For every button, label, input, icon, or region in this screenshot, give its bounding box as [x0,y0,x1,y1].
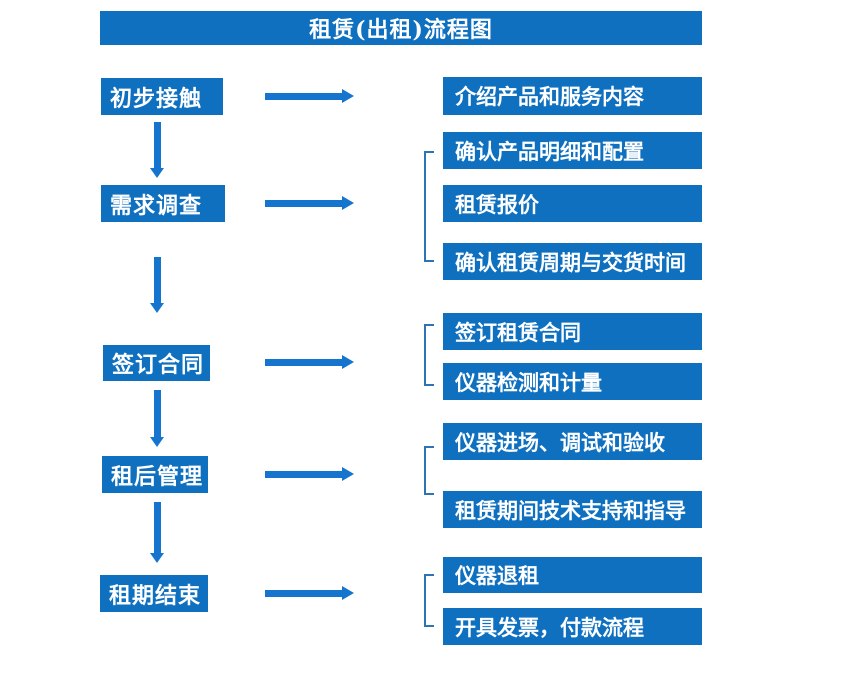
group-bracket [424,446,434,495]
step-box-post-rental-mgmt: 租后管理 [102,456,208,493]
detail-box-instrument-inspection: 仪器检测和计量 [443,363,702,400]
detail-box-instrument-return: 仪器退租 [443,557,702,593]
down-arrow-head-icon [150,553,164,563]
right-arrow-shaft [265,200,342,207]
right-arrow-head-icon [342,467,354,481]
group-bracket [424,151,434,262]
right-arrow-head-icon [342,196,354,210]
right-arrow-head-icon [342,355,354,369]
step-box-demand-survey: 需求调查 [101,185,225,222]
down-arrow-shaft [154,502,161,553]
detail-box-instrument-setup: 仪器进场、调试和验收 [443,423,702,460]
right-arrow-shaft [265,359,342,366]
step-box-initial-contact: 初步接触 [101,78,223,115]
group-bracket [424,324,434,386]
right-arrow-shaft [265,471,342,478]
down-arrow-shaft [154,390,161,437]
detail-box-sign-rental-contract: 签订租赁合同 [443,313,702,350]
detail-box-rental-quote: 租赁报价 [443,185,702,222]
diagram-title: 租赁(出租)流程图 [100,11,702,45]
detail-box-invoice-payment: 开具发票，付款流程 [443,608,702,645]
step-box-sign-contract: 签订合同 [103,345,210,381]
right-arrow-shaft [265,590,342,597]
detail-box-introduce-products: 介绍产品和服务内容 [443,77,702,115]
right-arrow-shaft [265,93,342,100]
down-arrow-head-icon [150,437,164,447]
right-arrow-head-icon [342,586,354,600]
down-arrow-shaft [154,257,161,303]
down-arrow-shaft [154,122,161,168]
down-arrow-head-icon [150,168,164,178]
detail-box-confirm-period-delivery: 确认租赁周期与交货时间 [443,243,702,280]
right-arrow-head-icon [342,89,354,103]
step-box-rental-end: 租期结束 [100,575,208,612]
down-arrow-head-icon [150,303,164,313]
group-bracket [424,574,434,627]
detail-box-tech-support: 租赁期间技术支持和指导 [443,491,702,528]
detail-box-confirm-product-config: 确认产品明细和配置 [443,132,702,169]
